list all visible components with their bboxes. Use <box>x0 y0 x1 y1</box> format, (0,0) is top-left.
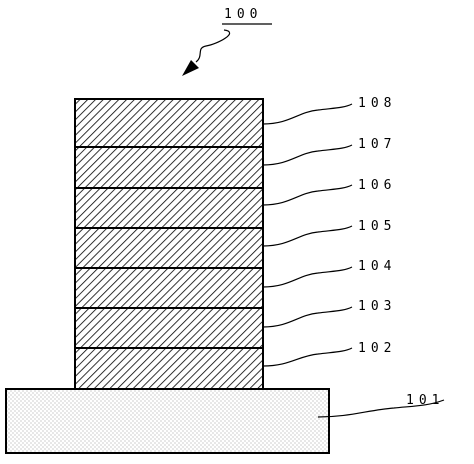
label-103: 103 <box>358 299 396 314</box>
layer-107 <box>74 146 264 189</box>
leader-107 <box>262 144 353 166</box>
label-104: 104 <box>358 259 396 274</box>
leader-102 <box>262 347 353 367</box>
assembly-leader-squiggle <box>195 29 231 63</box>
layer-108 <box>74 98 264 148</box>
layer-104 <box>74 267 264 309</box>
assembly-label: 100 <box>224 7 262 22</box>
label-102: 102 <box>358 341 396 356</box>
label-106: 106 <box>358 178 396 193</box>
leader-101 <box>317 399 445 418</box>
leader-103 <box>262 306 353 328</box>
leader-105 <box>262 225 353 247</box>
leader-108 <box>262 103 353 125</box>
layer-stack <box>74 98 264 390</box>
label-108: 108 <box>358 96 396 111</box>
leader-104 <box>262 266 353 288</box>
label-101: 101 <box>406 393 444 408</box>
substrate-101 <box>5 388 330 454</box>
assembly-arrowhead <box>182 60 199 76</box>
layer-105 <box>74 227 264 269</box>
layer-106 <box>74 187 264 229</box>
label-107: 107 <box>358 137 396 152</box>
layer-102 <box>74 347 264 390</box>
leader-106 <box>262 184 353 206</box>
label-105: 105 <box>358 219 396 234</box>
layer-103 <box>74 307 264 349</box>
